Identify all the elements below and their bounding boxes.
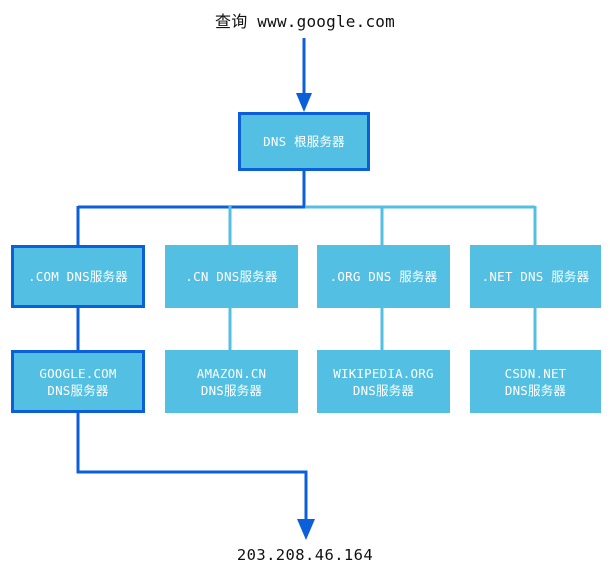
edge-google-to-result [76, 413, 315, 540]
node-google-label-line1: GOOGLE.COM [39, 365, 117, 381]
node-wikipedia-label-line2: DNS服务器 [352, 382, 415, 398]
node-root-label: DNS 根服务器 [263, 134, 345, 149]
node-wikipedia-label-line1: WIKIPEDIA.ORG [333, 365, 434, 381]
node-dns-root-server[interactable]: DNS 根服务器 [238, 112, 370, 171]
node-net-dns-server[interactable]: .NET DNS 服务器 [470, 245, 601, 308]
node-org-label: .ORG DNS 服务器 [329, 269, 438, 284]
node-net-label: .NET DNS 服务器 [481, 269, 590, 284]
node-amazon-cn-dns-server[interactable]: AMAZON.CN DNS服务器 [165, 350, 298, 413]
node-amazon-label-line2: DNS服务器 [200, 382, 263, 398]
node-com-label: .COM DNS服务器 [28, 269, 128, 284]
node-wikipedia-org-dns-server[interactable]: WIKIPEDIA.ORG DNS服务器 [317, 350, 450, 413]
node-google-label-line2: DNS服务器 [47, 382, 109, 398]
node-amazon-label-line1: AMAZON.CN [196, 365, 267, 381]
node-csdn-label-line1: CSDN.NET [504, 365, 567, 381]
node-cn-label: .CN DNS服务器 [185, 269, 278, 284]
node-csdn-label-line2: DNS服务器 [504, 382, 567, 398]
node-org-dns-server[interactable]: .ORG DNS 服务器 [317, 245, 450, 308]
node-cn-dns-server[interactable]: .CN DNS服务器 [165, 245, 298, 308]
edge-query-to-root [296, 38, 312, 112]
node-com-dns-server[interactable]: .COM DNS服务器 [11, 245, 145, 308]
node-csdn-net-dns-server[interactable]: CSDN.NET DNS服务器 [470, 350, 601, 413]
resolved-ip-caption: 203.208.46.164 [236, 546, 374, 564]
node-google-com-dns-server[interactable]: GOOGLE.COM DNS服务器 [11, 350, 145, 413]
query-caption: 查询 www.google.com [215, 12, 395, 31]
